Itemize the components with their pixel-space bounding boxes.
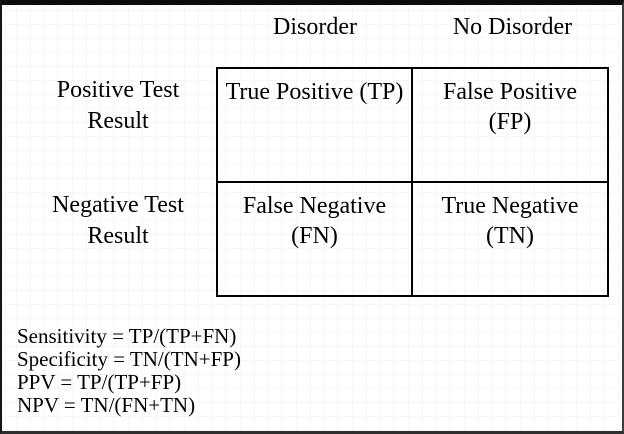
formula-list: Sensitivity = TP/(TP+FN) Specificity = T…	[17, 325, 241, 417]
column-header-no-disorder: No Disorder	[452, 14, 573, 40]
formula-npv: NPV = TN/(FN+TN)	[17, 393, 196, 417]
row-header-negative-test-result: Negative Test Result	[52, 192, 184, 249]
formula-sensitivity: Sensitivity = TP/(TP+FN)	[17, 324, 237, 348]
cell-true-positive: True Positive (TP)	[218, 69, 413, 183]
row-header-positive-test-result: Positive Test Result	[56, 77, 180, 134]
cell-true-negative: True Negative (TN)	[441, 193, 579, 249]
formula-ppv: PPV = TP/(TP+FP)	[17, 370, 182, 394]
confusion-matrix-table: True Positive (TP) False Positive (FP) F…	[216, 67, 609, 297]
column-header-disorder: Disorder	[273, 14, 357, 40]
formula-specificity: Specificity = TN/(TN+FP)	[17, 347, 241, 371]
cell-false-negative: False Negative (FN)	[218, 183, 413, 295]
cell-false-positive: False Positive (FP)	[413, 69, 607, 183]
